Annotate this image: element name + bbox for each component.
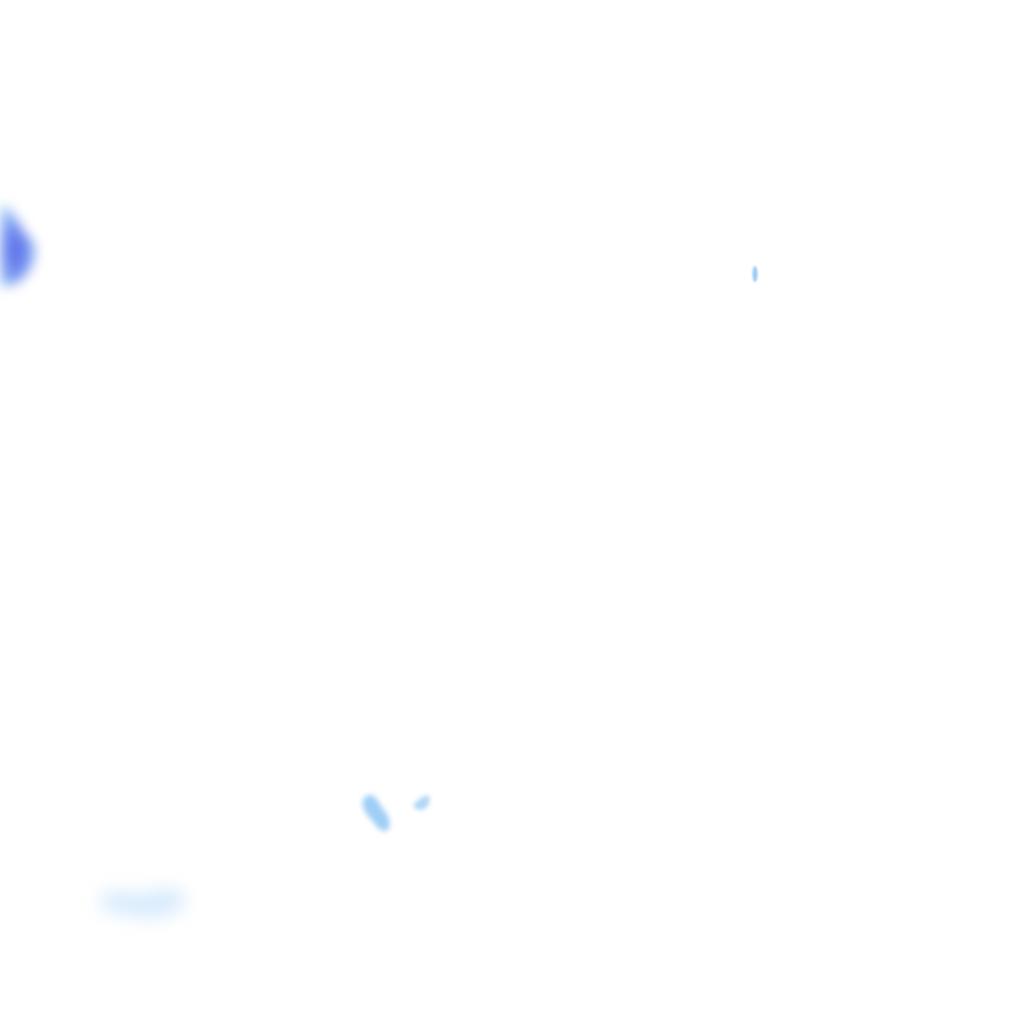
echo-southwest bbox=[100, 889, 185, 918]
echo-west-edge bbox=[0, 205, 36, 287]
echo-south-center-b bbox=[413, 795, 430, 810]
echo-south-center-a bbox=[362, 795, 390, 832]
echo-northeast-streak bbox=[752, 266, 758, 282]
